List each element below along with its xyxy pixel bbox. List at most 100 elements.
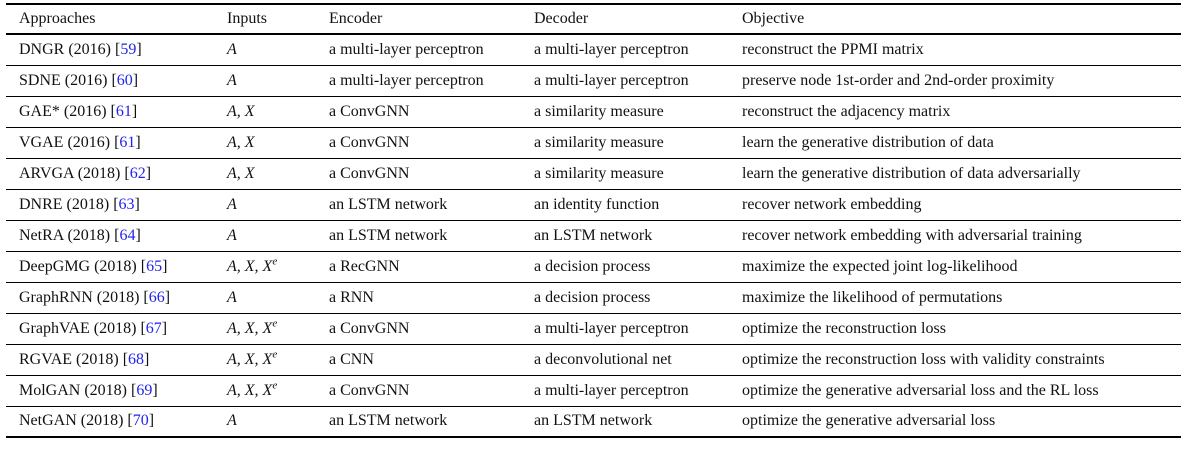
citation-bracket-open: [ — [124, 164, 130, 182]
citation-bracket-close: ] — [131, 102, 138, 120]
citation-ref[interactable]: 64 — [119, 226, 136, 244]
encoder-cell: a ConvGNN — [329, 102, 410, 120]
objective-cell: optimize the reconstruction loss — [742, 319, 946, 337]
objective-cell: recover network embedding — [742, 195, 922, 213]
citation-ref[interactable]: 67 — [145, 319, 162, 337]
approach-label: ARVGA (2018) — [19, 164, 121, 182]
objective-cell: learn the generative distribution of dat… — [742, 133, 994, 151]
encoder-cell: a ConvGNN — [329, 319, 410, 337]
inputs-superscript: e — [272, 348, 278, 361]
inputs-value: A, X — [227, 133, 255, 151]
paper-table-container: Approaches Inputs Encoder Decoder Object… — [6, 3, 1181, 437]
inputs-value: A — [227, 195, 237, 213]
citation-ref[interactable]: 70 — [132, 412, 149, 430]
inputs-value: A — [227, 71, 237, 89]
inputs-value: A, X, X — [227, 319, 273, 337]
inputs-cell: A — [214, 189, 316, 220]
approach-cell: DeepGMG (2018) [65] — [6, 251, 214, 282]
column-header-inputs: Inputs — [227, 10, 267, 27]
table-header: Approaches Inputs Encoder Decoder Object… — [6, 4, 1181, 34]
objective-cell: recover network embedding with adversari… — [742, 226, 1082, 244]
column-header-objective: Objective — [742, 10, 805, 27]
encoder-cell: a ConvGNN — [329, 133, 410, 151]
objective-cell: reconstruct the adjacency matrix — [742, 102, 951, 120]
citation-ref[interactable]: 69 — [136, 381, 153, 399]
citation-ref[interactable]: 65 — [146, 257, 163, 275]
approach-label: NetGAN (2018) — [19, 412, 124, 430]
encoder-cell: a CNN — [329, 350, 374, 368]
citation-bracket-open: [ — [110, 102, 116, 120]
citation-bracket-open: [ — [114, 226, 120, 244]
approach-label: SDNE (2016) — [19, 71, 108, 89]
inputs-value: A, X, X — [227, 257, 273, 275]
citation-ref[interactable]: 61 — [119, 133, 136, 151]
approach-label: DNRE (2018) — [19, 195, 110, 213]
decoder-cell: an identity function — [534, 195, 660, 213]
table-row: SDNE (2016) [60] A a multi-layer percept… — [6, 65, 1181, 96]
encoder-cell: a multi-layer perceptron — [329, 71, 484, 89]
table-row: GraphVAE (2018) [67] A, X, Xe a ConvGNN … — [6, 313, 1181, 344]
decoder-cell: a decision process — [534, 288, 651, 306]
approach-label: DeepGMG (2018) — [19, 257, 137, 275]
approach-cell: GAE* (2016) [61] — [6, 96, 214, 127]
decoder-cell: an LSTM network — [534, 226, 653, 244]
citation-bracket-open: [ — [113, 195, 119, 213]
inputs-value: A — [227, 288, 237, 306]
decoder-cell: a multi-layer perceptron — [534, 381, 689, 399]
citation-ref[interactable]: 59 — [120, 40, 137, 58]
inputs-value: A, X — [227, 102, 255, 120]
citation-bracket-close: ] — [152, 381, 158, 399]
approach-cell: NetGAN (2018) [70] — [6, 406, 214, 437]
objective-cell: optimize the reconstruction loss with va… — [742, 350, 1105, 368]
column-header-decoder: Decoder — [534, 10, 589, 27]
table-row: VGAE (2016) [61] A, X a ConvGNN a simila… — [6, 127, 1181, 158]
approach-cell: VGAE (2016) [61] — [6, 127, 214, 158]
approach-cell: MolGAN (2018) [69] — [6, 375, 214, 406]
citation-bracket-close: ] — [148, 412, 155, 430]
encoder-cell: a multi-layer perceptron — [329, 40, 484, 58]
inputs-cell: A — [214, 406, 316, 437]
citation-bracket-close: ] — [136, 40, 142, 58]
citation-ref[interactable]: 60 — [116, 71, 133, 89]
inputs-cell: A, X, Xe — [214, 313, 316, 344]
encoder-cell: an LSTM network — [329, 226, 448, 244]
citation-ref[interactable]: 63 — [118, 195, 135, 213]
decoder-cell: a similarity measure — [534, 133, 664, 151]
objective-cell: maximize the expected joint log-likeliho… — [742, 257, 1018, 275]
inputs-cell: A — [214, 282, 316, 313]
column-header-encoder: Encoder — [329, 10, 383, 27]
inputs-cell: A — [214, 65, 316, 96]
objective-cell: optimize the generative adversarial loss… — [742, 381, 1099, 399]
citation-ref[interactable]: 62 — [129, 164, 146, 182]
inputs-cell: A — [214, 220, 316, 251]
inputs-value: A — [227, 412, 237, 430]
inputs-value: A, X — [227, 164, 255, 182]
citation-bracket-open: [ — [140, 319, 146, 337]
approach-label: GraphRNN (2018) — [19, 288, 140, 306]
citation-bracket-open: [ — [115, 40, 121, 58]
encoder-cell: an LSTM network — [329, 412, 448, 430]
encoder-cell: a ConvGNN — [329, 381, 410, 399]
decoder-cell: a decision process — [534, 257, 651, 275]
citation-bracket-close: ] — [134, 195, 140, 213]
citation-ref[interactable]: 61 — [115, 102, 132, 120]
objective-cell: reconstruct the PPMI matrix — [742, 40, 924, 58]
approach-label: GAE* (2016) — [19, 102, 107, 120]
citation-bracket-close: ] — [145, 164, 152, 182]
inputs-cell: A, X — [214, 127, 316, 158]
citation-ref[interactable]: 66 — [148, 288, 165, 306]
citation-bracket-close: ] — [135, 133, 141, 151]
header-row: Approaches Inputs Encoder Decoder Object… — [6, 4, 1181, 34]
encoder-cell: an LSTM network — [329, 195, 448, 213]
table-row: DNGR (2016) [59] A a multi-layer percept… — [6, 34, 1181, 65]
objective-cell: learn the generative distribution of dat… — [742, 164, 1081, 182]
inputs-cell: A — [214, 34, 316, 65]
citation-ref[interactable]: 68 — [128, 350, 145, 368]
citation-bracket-close: ] — [161, 319, 168, 337]
approach-label: VGAE (2016) — [19, 133, 111, 151]
objective-cell: maximize the likelihood of permutations — [742, 288, 1003, 306]
table-body: DNGR (2016) [59] A a multi-layer percept… — [6, 34, 1181, 437]
table-row: DNRE (2018) [63] A an LSTM network an id… — [6, 189, 1181, 220]
approach-cell: GraphVAE (2018) [67] — [6, 313, 214, 344]
inputs-value: A, X, X — [227, 381, 273, 399]
